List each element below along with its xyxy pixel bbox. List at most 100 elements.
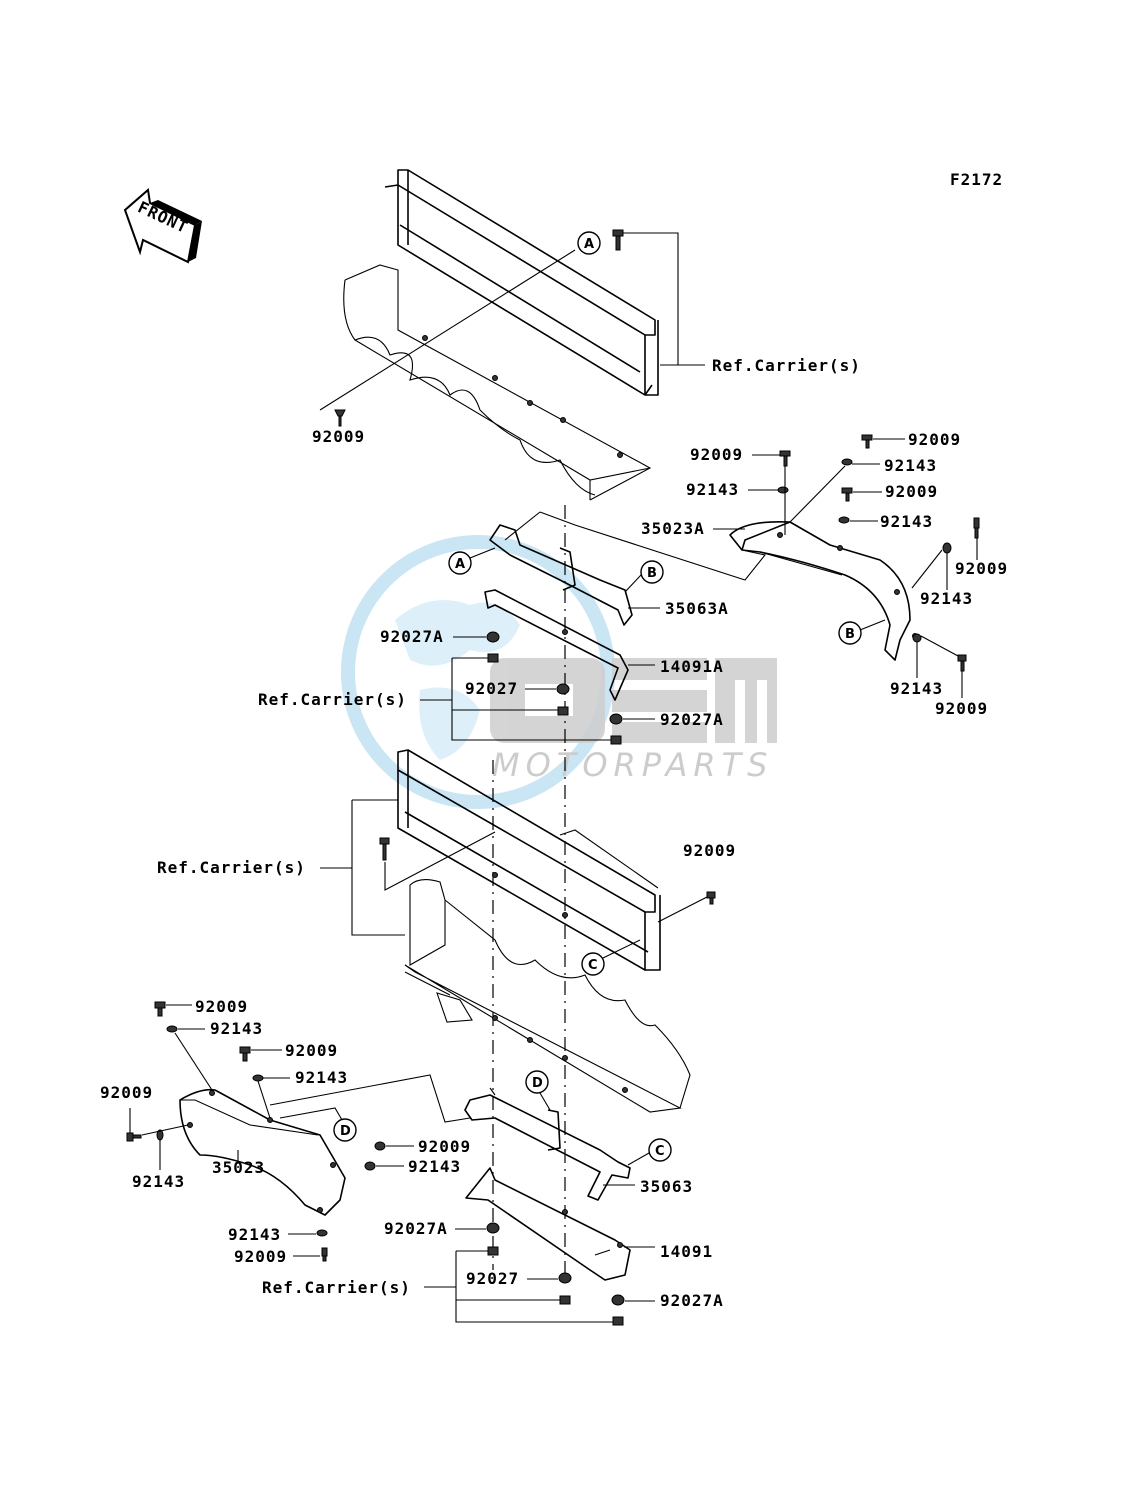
washer-92143-r3 [838,516,850,524]
callout-a-upper: A [577,231,601,255]
grommet-92027a-lower-right [611,1294,625,1306]
label-92009: 92009 [955,559,1008,578]
callout-c-lower-carrier: C [581,952,605,976]
washer-92143-r2 [841,458,853,466]
bolt-lower-left [379,837,390,861]
label-92009: 92009 [935,699,988,718]
grommet-92027-lower [558,1272,572,1284]
washer-92009-ll4 [374,1141,386,1151]
label-92143: 92143 [920,589,973,608]
label-92009: 92009 [312,427,365,446]
label-92009: 92009 [195,997,248,1016]
svg-text:C: C [588,958,598,973]
brace-35063 [464,1087,631,1201]
label-92143: 92143 [890,679,943,698]
lower-carrier-frame [397,749,691,1113]
front-arrow-icon: FRONT [123,188,202,264]
svg-text:A: A [455,557,465,572]
label-35023a: 35023A [641,519,705,538]
label-92009: 92009 [418,1137,471,1156]
washer-92143-r4 [942,542,952,554]
label-92143: 92143 [295,1068,348,1087]
label-92027a: 92027A [384,1219,448,1238]
bolt-icon [612,229,624,251]
screw-92009-upper-left [334,409,346,427]
screw-92009-r2 [861,434,873,449]
nut-upper-3 [610,735,622,745]
plate-14091a [484,589,629,701]
label-14091: 14091 [660,1242,713,1261]
screw-92009-ll1 [154,1001,166,1017]
svg-text:B: B [845,627,855,642]
label-ref-carrier-upper: Ref.Carrier(s) [712,356,861,375]
svg-text:B: B [647,566,657,581]
label-35063a: 35063A [665,599,729,618]
label-92009: 92009 [908,430,961,449]
watermark-globe [341,535,615,809]
callout-c-brace: C [648,1138,672,1162]
screw-92009-r3 [841,487,853,502]
brace-35063a [489,511,766,626]
label-92143: 92143 [210,1019,263,1038]
screw-92009-r4 [973,517,980,539]
label-92143: 92143 [880,512,933,531]
grommet-92027a-upper [486,631,500,643]
watermark-logo [490,658,777,743]
label-92027a: 92027A [660,710,724,729]
label-92143: 92143 [408,1157,461,1176]
plate-14091 [465,1167,631,1281]
label-92143: 92143 [884,456,937,475]
watermark: MOTORPARTS [341,535,777,809]
label-ref-carrier-bottom: Ref.Carrier(s) [262,1278,411,1297]
screw-92009-ll3 [126,1132,142,1142]
label-92009: 92009 [885,482,938,501]
washer-92143-r5 [912,633,922,643]
label-92009: 92009 [690,445,743,464]
svg-text:C: C [655,1144,665,1159]
upper-carrier-frame [343,169,659,501]
label-92027a: 92027A [660,1291,724,1310]
watermark-text: MOTORPARTS [492,746,773,784]
label-92009: 92009 [285,1041,338,1060]
label-92027a: 92027A [380,627,444,646]
washer-92143-ll5 [316,1229,328,1237]
screw-92009-ll5 [321,1247,328,1262]
nut-lower-3 [612,1316,624,1326]
callout-b-mid: B [640,560,664,584]
svg-text:A: A [584,237,594,252]
screw-92009-r1 [779,450,791,467]
callout-d-brace: D [525,1070,549,1094]
callout-a-mid: A [448,551,472,575]
callout-b-right: B [838,621,862,645]
label-92143: 92143 [228,1225,281,1244]
washer-92143-ll4 [364,1161,376,1171]
label-92009: 92009 [234,1247,287,1266]
grommet-92027-upper [556,683,570,695]
label-92143: 92143 [132,1172,185,1191]
nut-lower-1 [487,1246,499,1256]
label-35063: 35063 [640,1177,693,1196]
label-92027: 92027 [465,679,518,698]
grommet-92027a-lower [486,1222,500,1234]
callout-d-fender: D [333,1118,357,1142]
washer-92143-ll2 [252,1074,264,1082]
svg-text:D: D [532,1076,543,1091]
grommet-92027a-upper-right [609,713,623,725]
label-14091a: 14091A [660,657,724,676]
screw-92009-r5 [957,654,967,672]
nut-lower-2 [559,1295,571,1305]
svg-text:D: D [340,1124,351,1139]
washer-92143-ll1 [166,1025,178,1033]
label-ref-carrier-lower: Ref.Carrier(s) [157,858,306,877]
label-35023: 35023 [212,1158,265,1177]
label-ref-carrier-mid: Ref.Carrier(s) [258,690,407,709]
screw-92009-lower-right [706,891,716,905]
nut-upper-1 [487,653,499,663]
label-92027: 92027 [466,1269,519,1288]
label-92009: 92009 [100,1083,153,1102]
fender-35023 [179,1088,346,1216]
screw-92009-ll2 [239,1046,251,1062]
label-92009: 92009 [683,841,736,860]
fender-35023a [729,520,918,661]
